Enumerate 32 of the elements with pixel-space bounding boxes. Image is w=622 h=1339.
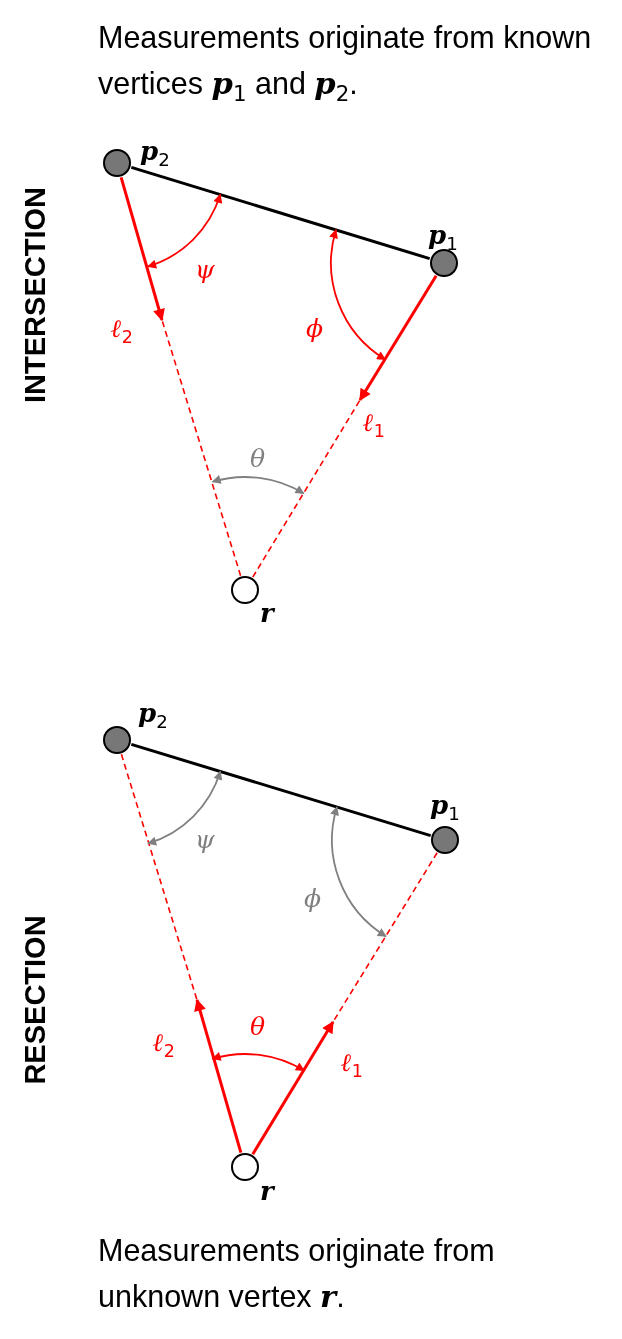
angle-label: ψ xyxy=(195,825,215,854)
section-heading: RESECTION xyxy=(18,915,52,1085)
vertex-label: r xyxy=(260,600,274,626)
vertex-label: r xyxy=(260,1178,274,1204)
line xyxy=(130,165,431,261)
angle-label: ψ xyxy=(195,255,215,284)
dashed-line xyxy=(161,319,242,577)
vertex-circle xyxy=(430,249,458,277)
caption-text: Measurements originate from unknown vertex r. xyxy=(98,1232,496,1316)
arrow xyxy=(358,275,438,401)
vertex-label: p$_{1}$ xyxy=(430,792,460,824)
vertex-circle xyxy=(231,1153,259,1181)
line xyxy=(130,742,432,838)
vertex-circle xyxy=(103,149,131,177)
arrow xyxy=(119,177,165,322)
angle-label: θ xyxy=(250,444,266,473)
vertex-circle xyxy=(231,576,259,604)
section-heading: INTERSECTION xyxy=(18,187,52,403)
dashed-line xyxy=(120,753,198,1001)
dashed-line xyxy=(251,399,361,578)
vertex-label: p$_{2}$ xyxy=(138,700,168,732)
vertex-label: p$_{1}$ xyxy=(428,222,458,254)
angle-label: ϕ xyxy=(306,314,324,343)
arrow xyxy=(194,998,243,1153)
vertex-label: p$_{2}$ xyxy=(140,138,170,170)
angle-label: ϕ xyxy=(304,884,322,913)
vertex-circle xyxy=(103,726,131,754)
vertex-circle xyxy=(431,826,459,854)
heading-text: Measurements originate from known vertices p$_{1}$ and p$_{2}$. xyxy=(98,19,593,109)
arrow xyxy=(251,1020,335,1155)
angle-label: θ xyxy=(250,1012,266,1041)
dashed-line xyxy=(332,852,438,1023)
